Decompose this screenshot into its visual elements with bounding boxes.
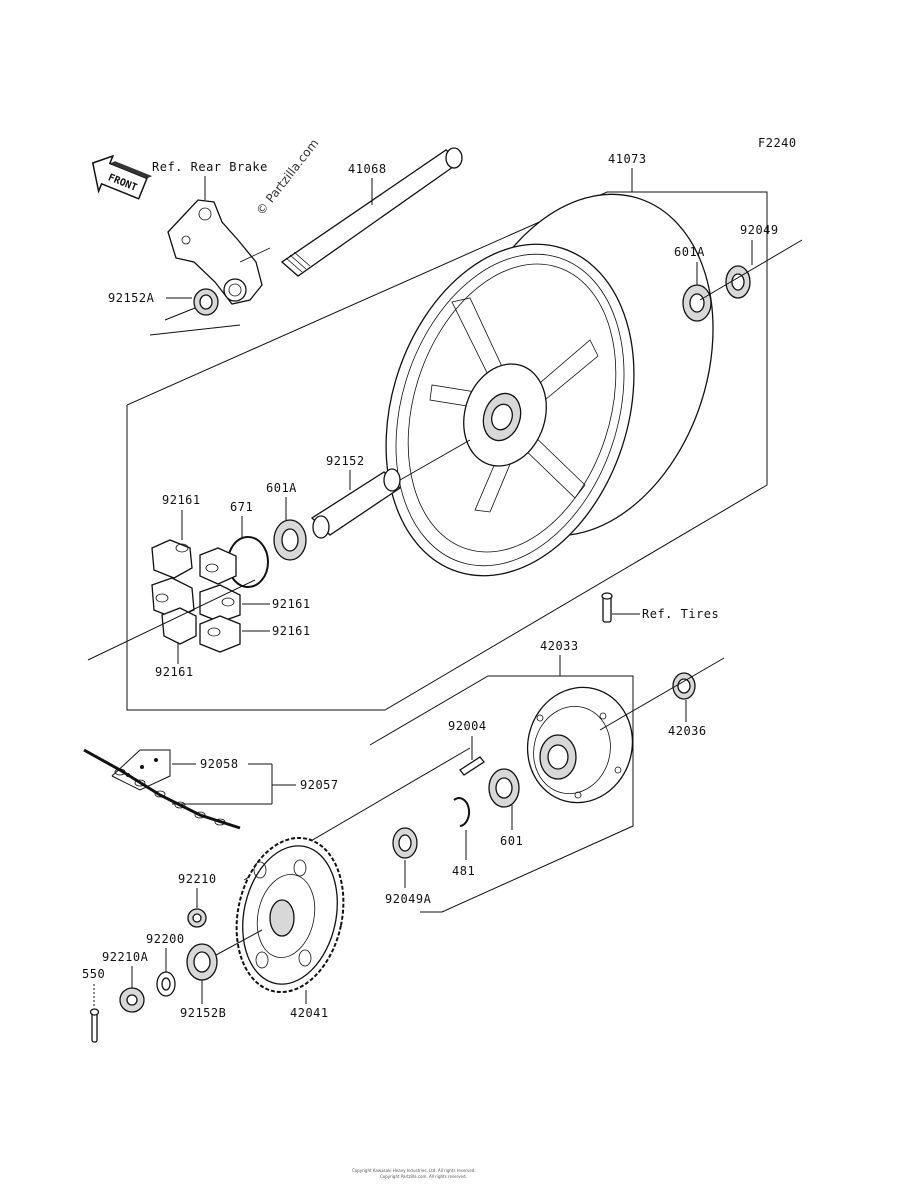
bearing-601 [488,768,520,808]
label-42036: 42036 [668,724,707,738]
sprocket-carrier-outline [369,675,634,913]
axle-41068 [280,147,463,277]
label-42041: 42041 [290,1006,329,1020]
bearing-601a [273,519,307,561]
label-92161-low: 92161 [272,624,311,638]
sprocket-hub-42033 [526,686,634,804]
footer-line2: Copyright Partzilla.com. All rights rese… [380,1174,467,1179]
front-arrow-icon: FRONT [91,154,153,200]
watermark: © Partzilla.com [253,136,321,218]
washer-92200 [156,971,176,997]
wheel-assembly-outline [126,191,768,711]
damper-92161-mid-left [151,577,195,619]
label-92058: 92058 [200,757,239,771]
label-671: 671 [230,500,253,514]
label-92049: 92049 [740,223,779,237]
label-42033: 42033 [540,639,579,653]
label-601a-top: 601A [674,245,705,259]
label-92161-bottom: 92161 [155,665,194,679]
ref-rear-brake-label: Ref. Rear Brake [152,160,268,174]
collar-92152a [193,288,219,316]
damper-92161-lower-right [199,615,241,653]
ref-tires-label: Ref. Tires [642,607,719,621]
label-92200: 92200 [146,932,185,946]
circlip-481 [453,797,471,827]
label-601: 601 [500,834,523,848]
collar-42036 [672,672,696,700]
label-92049a: 92049A [385,892,432,906]
damper-92161-mid-right [199,584,241,623]
label-41073: 41073 [608,152,647,166]
nut-92210 [187,908,207,928]
castle-nut-92210a [119,987,145,1013]
damper-92161-upper-left [151,539,193,579]
label-92161-mid: 92161 [272,597,311,611]
collar-92152b [186,943,218,981]
seal-92049 [725,265,751,299]
seal-92049a [392,827,418,859]
label-92057: 92057 [300,778,339,792]
label-92152b: 92152B [180,1006,226,1020]
drive-chain-92057 [83,748,241,830]
figure-code: F2240 [758,136,797,150]
damper-92161-upper-right [199,547,237,585]
cotter-pin-550 [89,1008,100,1043]
stud-92004 [459,756,485,776]
label-92210a: 92210A [102,950,149,964]
damper-92161-lower-left [161,607,197,645]
label-92152: 92152 [326,454,365,468]
label-92161-top: 92161 [162,493,201,507]
label-41068: 41068 [348,162,387,176]
rear-wheel-41073 [385,193,714,577]
label-550: 550 [82,967,105,981]
footer-line1: Copyright Kawasaki Heavy Industries, Ltd… [352,1168,476,1173]
caliper-bracket [167,199,271,305]
valve-stem [601,592,613,623]
label-601a: 601A [266,481,297,495]
label-481: 481 [452,864,475,878]
label-92210: 92210 [178,872,217,886]
spacer-92152 [310,468,402,539]
master-link-92058 [111,749,171,791]
label-92152a: 92152A [108,291,155,305]
rear-sprocket-42041 [235,836,345,994]
bearing-601a-top [682,284,712,322]
label-92004: 92004 [448,719,487,733]
